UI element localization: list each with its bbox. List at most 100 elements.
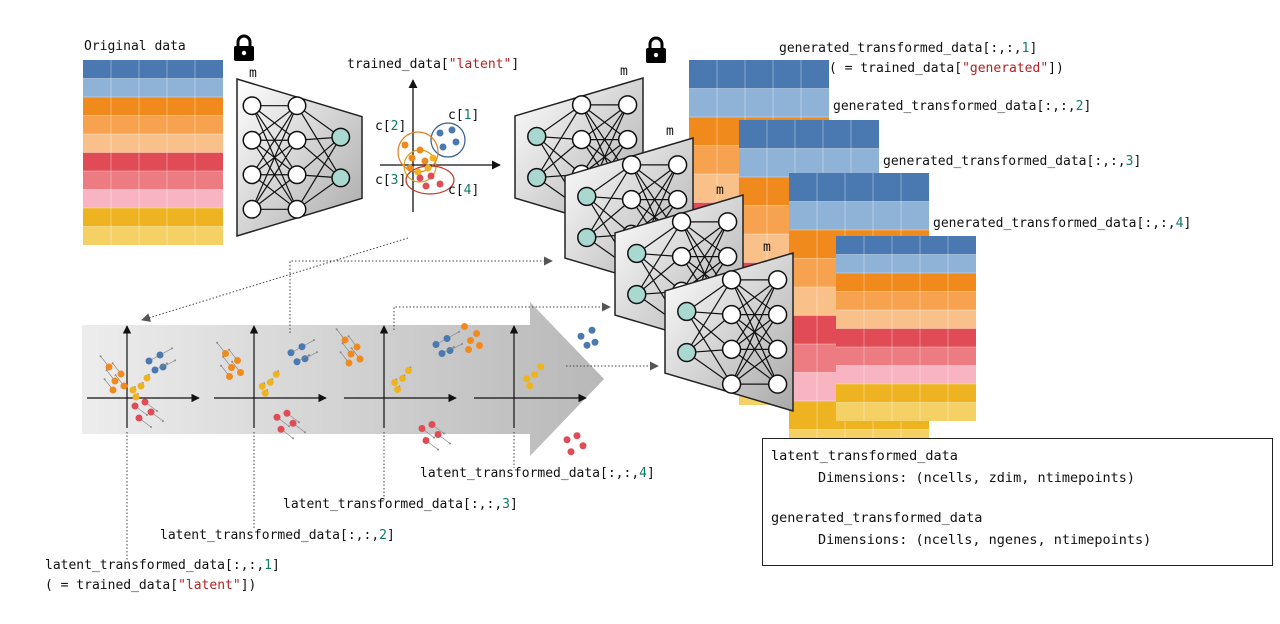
latent-label-2: latent_transformed_data[:,:,2] bbox=[160, 528, 395, 543]
latent-point bbox=[429, 154, 437, 162]
latent-point bbox=[573, 432, 581, 440]
latent-timepoint-plots bbox=[87, 323, 599, 456]
latent-point bbox=[147, 408, 155, 416]
latent-point bbox=[137, 382, 145, 390]
cluster-label-4: c[4] bbox=[448, 183, 479, 198]
network-node bbox=[621, 155, 642, 175]
latent-point bbox=[345, 359, 353, 367]
neural-networks bbox=[236, 76, 794, 413]
network-node bbox=[721, 374, 742, 394]
connector-to-model-2 bbox=[289, 256, 553, 333]
model-label-3: m bbox=[666, 124, 674, 139]
latent-point bbox=[129, 386, 137, 394]
network-node bbox=[571, 129, 592, 150]
latent-point bbox=[465, 346, 472, 353]
cluster-label-3: c[3] bbox=[375, 173, 406, 188]
latent-point bbox=[588, 326, 596, 334]
connector-latent-to-band bbox=[141, 237, 409, 322]
original-data-label: Original data bbox=[84, 39, 186, 54]
network-node bbox=[667, 155, 688, 175]
network-node bbox=[717, 246, 738, 267]
latent-plot-t2 bbox=[214, 325, 327, 440]
latent-point bbox=[452, 138, 460, 146]
latent-point bbox=[143, 374, 151, 382]
latent-point bbox=[436, 129, 444, 137]
latent-point bbox=[421, 157, 429, 165]
latent-point bbox=[135, 414, 143, 422]
latent-point bbox=[356, 355, 364, 363]
network-node bbox=[242, 199, 262, 219]
latent-point bbox=[347, 350, 355, 358]
model-label-1: m bbox=[249, 66, 257, 81]
latent-point bbox=[353, 343, 361, 351]
latent-point bbox=[567, 448, 575, 456]
latent-point bbox=[467, 337, 474, 344]
latent-point bbox=[341, 336, 349, 344]
latent-point bbox=[234, 357, 241, 364]
latent-point bbox=[579, 442, 587, 450]
latent-point bbox=[228, 364, 235, 371]
latent-point bbox=[432, 341, 440, 348]
network-node bbox=[331, 127, 351, 147]
dimensions-info-box: latent_transformed_data Dimensions: (nce… bbox=[762, 438, 1273, 566]
latent-point bbox=[446, 347, 454, 354]
latent-label-3: latent_transformed_data[:,:,3] bbox=[283, 497, 518, 512]
network-node bbox=[287, 165, 307, 185]
network-node bbox=[721, 304, 742, 325]
network-node bbox=[767, 304, 788, 325]
latent-point bbox=[132, 393, 140, 401]
latent-point bbox=[159, 363, 167, 371]
network-node bbox=[571, 95, 592, 115]
generated-label-2: generated_transformed_data[:,:,2] bbox=[833, 99, 1091, 114]
cluster-label-1: c[1] bbox=[448, 108, 479, 123]
network-node bbox=[527, 126, 547, 147]
latent-point bbox=[111, 377, 119, 385]
network-node bbox=[287, 96, 307, 116]
latent-point bbox=[408, 154, 416, 162]
network-node bbox=[721, 270, 742, 290]
latent-point bbox=[277, 425, 285, 433]
decoder-network-4 bbox=[664, 251, 794, 413]
latent-point bbox=[476, 342, 483, 349]
network-node bbox=[287, 199, 307, 219]
network-node bbox=[671, 246, 692, 267]
dotted-connectors bbox=[126, 237, 659, 560]
latent-space-plot bbox=[380, 79, 501, 212]
latent-point bbox=[422, 437, 430, 444]
latent-point bbox=[427, 172, 435, 180]
network-node bbox=[671, 212, 692, 232]
network-node bbox=[617, 95, 638, 115]
latent-point bbox=[105, 363, 113, 371]
latent-point bbox=[399, 375, 406, 382]
network-node bbox=[242, 130, 262, 150]
latent-point bbox=[473, 330, 480, 337]
network-node bbox=[721, 339, 742, 360]
latent-point bbox=[117, 370, 125, 378]
latent-name: latent_transformed_data bbox=[771, 448, 958, 464]
latent-point bbox=[237, 369, 244, 376]
latent-label-4: latent_transformed_data[:,:,4] bbox=[420, 466, 655, 481]
generated-label-4: generated_transformed_data[:,:,4] bbox=[933, 216, 1191, 231]
network-node bbox=[717, 212, 738, 232]
latent-point bbox=[287, 349, 295, 357]
latent-point bbox=[109, 386, 117, 394]
latent-point bbox=[156, 351, 164, 359]
latent-plot-t3 bbox=[335, 325, 463, 451]
latent-point bbox=[537, 363, 545, 371]
generated-label-1: generated_transformed_data[:,:,1] bbox=[779, 41, 1037, 56]
latent-point bbox=[222, 350, 229, 357]
generated-label-3: generated_transformed_data[:,:,3] bbox=[883, 154, 1141, 169]
latent-alias-label: ( = trained_data["latent"]) bbox=[45, 578, 256, 593]
encoder-network bbox=[236, 77, 363, 238]
latent-plot-t1 bbox=[87, 325, 200, 428]
network-node bbox=[621, 189, 642, 210]
latent-point bbox=[526, 382, 534, 390]
latent-point bbox=[289, 419, 297, 427]
network-node bbox=[767, 374, 788, 394]
latent-point bbox=[414, 168, 422, 176]
latent-point bbox=[261, 389, 269, 397]
latent-point bbox=[226, 373, 233, 380]
latent-point bbox=[591, 338, 599, 346]
latent-dims: Dimensions: (ncells, zdim, ntimepoints) bbox=[818, 470, 1135, 486]
latent-point bbox=[258, 382, 266, 390]
